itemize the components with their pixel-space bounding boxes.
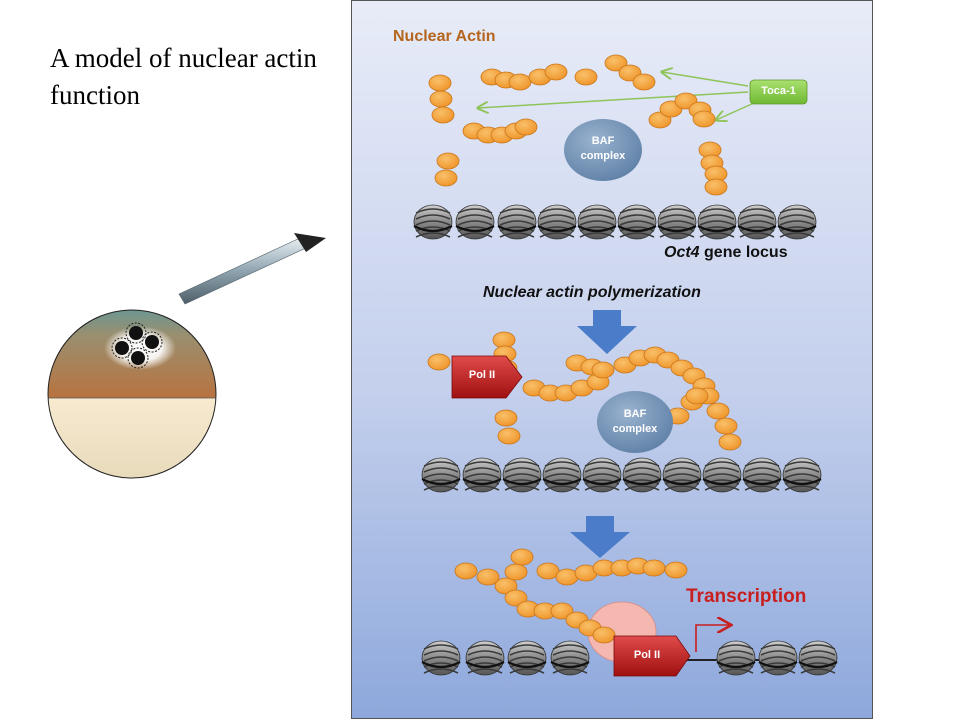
nucleosome: [737, 204, 777, 240]
nuclear-actin-label: Nuclear Actin: [393, 28, 496, 45]
actin-monomer: [510, 548, 534, 566]
nucleosome: [413, 204, 453, 240]
actin-monomer: [436, 152, 460, 170]
pol-ii-middle: [451, 355, 523, 399]
actin-monomer: [427, 353, 451, 371]
actin-monomer: [591, 361, 615, 379]
actin-monomer: [544, 63, 568, 81]
nucleosome: [577, 204, 617, 240]
slide-title: A model of nuclear actin function: [50, 43, 317, 110]
actin-monomer: [550, 602, 574, 620]
toca-1-box: [749, 79, 808, 105]
nucleosome: [657, 204, 697, 240]
actin-monomer: [504, 563, 528, 581]
pol-ii-bottom-label: Pol II: [633, 649, 661, 661]
step-arrow-2: [570, 516, 630, 558]
actin-monomer: [692, 110, 716, 128]
nucleosome: [582, 457, 622, 493]
transcription-label: Transcription: [686, 586, 807, 607]
baf-label-top-line2: complex: [580, 150, 626, 162]
actin-monomer: [492, 331, 516, 349]
baf-label-middle-line1: BAF: [623, 408, 647, 420]
actin-monomer: [592, 626, 616, 644]
nucleosome: [542, 457, 582, 493]
nucleosome: [662, 457, 702, 493]
nucleosome: [421, 457, 461, 493]
actin-monomer: [454, 562, 478, 580]
actin-monomer: [642, 559, 666, 577]
nucleosome: [716, 640, 756, 676]
nucleosome: [507, 640, 547, 676]
baf-label-top-line1: BAF: [591, 135, 615, 147]
actin-monomer: [718, 433, 742, 451]
actin-monomer: [574, 68, 598, 86]
actin-monomer: [514, 118, 538, 136]
pol-ii-middle-label: Pol II: [468, 369, 496, 381]
pointer-arrow: [178, 233, 326, 305]
actin-monomer: [536, 562, 560, 580]
nucleosome: [777, 204, 817, 240]
actin-monomer: [428, 74, 452, 92]
nucleosome: [697, 204, 737, 240]
nucleosome: [462, 457, 502, 493]
nucleosome: [758, 640, 798, 676]
actin-monomer: [555, 568, 579, 586]
baf-label-middle: BAF complex: [597, 407, 673, 437]
pol-ii-bottom: [613, 635, 691, 677]
nucleosome: [537, 204, 577, 240]
cell-illustration: [47, 309, 217, 479]
nucleosome: [782, 457, 822, 493]
actin-monomer: [508, 73, 532, 91]
actin-monomer: [431, 106, 455, 124]
actin-monomer: [476, 568, 500, 586]
nucleosome: [465, 640, 505, 676]
nuclei-cluster: [111, 322, 163, 369]
nucleosome: [455, 204, 495, 240]
actin-monomer: [706, 402, 730, 420]
baf-complex-middle: [597, 391, 673, 453]
nucleosome: [550, 640, 590, 676]
step-arrow-1: [577, 310, 637, 354]
actin-monomer: [714, 417, 738, 435]
polymerization-label: Nuclear actin polymerization: [483, 284, 701, 301]
baf-label-middle-line2: complex: [612, 423, 658, 435]
actin-monomer: [632, 73, 656, 91]
nucleosome: [421, 640, 461, 676]
actin-monomer: [685, 387, 709, 405]
baf-complex-top: [564, 119, 642, 181]
actin-monomer: [497, 427, 521, 445]
gene-locus-label: Oct4 gene locus: [664, 244, 788, 262]
actin-monomer: [429, 90, 453, 108]
nucleosome: [798, 640, 838, 676]
gene-locus-italic: Oct4: [664, 244, 700, 261]
gene-locus-rest: gene locus: [699, 244, 788, 261]
nucleosome: [497, 204, 537, 240]
transcription-arrow: [695, 625, 730, 652]
actin-monomer: [664, 561, 688, 579]
actin-monomer: [504, 589, 528, 607]
nucleosome: [622, 457, 662, 493]
toca-arrows: [478, 72, 755, 120]
toca-1-label: Toca-1: [761, 85, 796, 97]
actin-monomer: [604, 54, 628, 72]
baf-label-top: BAF complex: [564, 134, 642, 164]
nucleosome: [702, 457, 742, 493]
nucleosome: [742, 457, 782, 493]
actin-monomer: [704, 178, 728, 196]
actin-monomer: [434, 169, 458, 187]
nucleosome: [617, 204, 657, 240]
nucleosome: [502, 457, 542, 493]
actin-monomer: [494, 409, 518, 427]
